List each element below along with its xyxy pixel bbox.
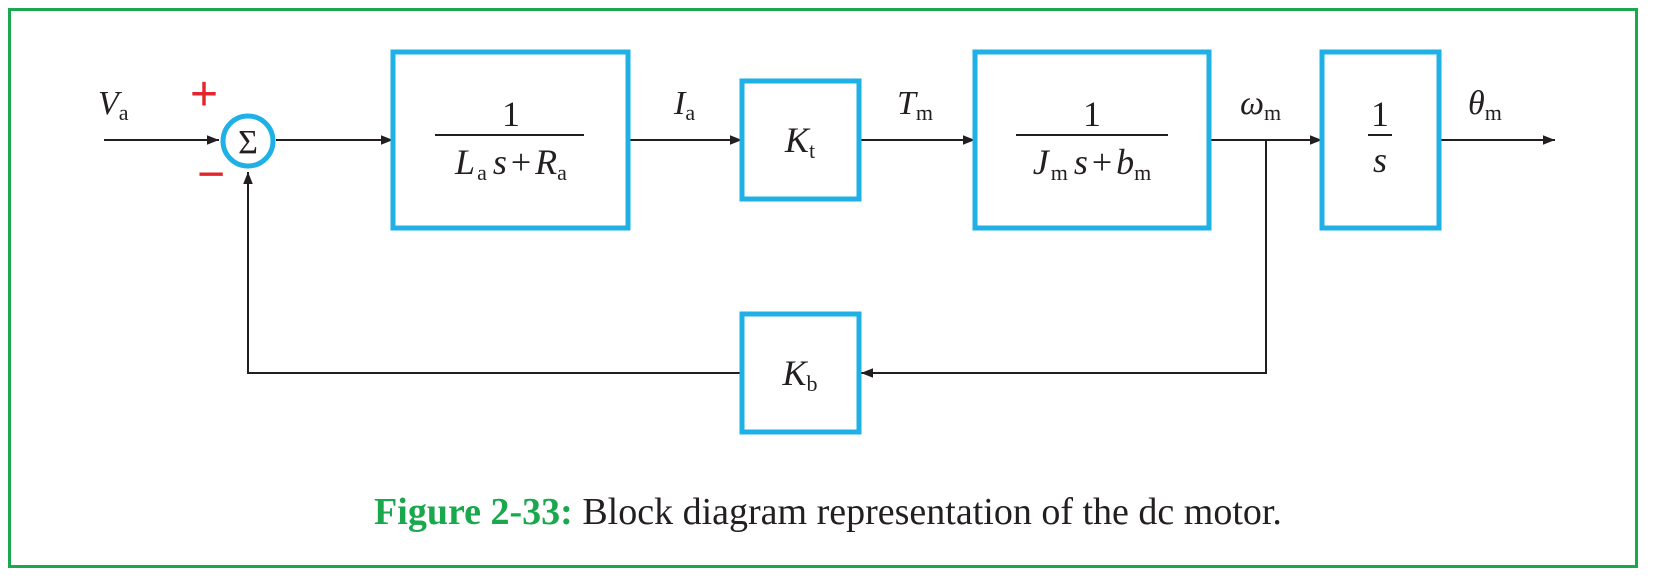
block-back-emf: Kb bbox=[739, 311, 862, 435]
caption-label: Figure 2-33: bbox=[374, 491, 573, 533]
caption-text: Block diagram representation of the dc m… bbox=[582, 491, 1282, 533]
sigma-symbol: Σ bbox=[238, 124, 258, 161]
plus-sign: + bbox=[190, 68, 218, 121]
wire-feedback-to-sum bbox=[243, 172, 742, 374]
signal-input-label: Va bbox=[98, 85, 129, 125]
wire-feedback-from-speed bbox=[861, 140, 1267, 378]
signal-speed-label: ωm bbox=[1240, 85, 1281, 125]
block-torque-constant: Kt bbox=[739, 78, 862, 202]
signal-output-label: θm bbox=[1468, 85, 1502, 125]
integrator-numerator: 1 bbox=[1371, 94, 1389, 134]
minus-sign: − bbox=[197, 148, 225, 201]
signal-torque-label: Tm bbox=[897, 85, 933, 125]
signal-current-label: Ia bbox=[673, 85, 695, 125]
mechanical-numerator: 1 bbox=[1083, 94, 1101, 134]
block-integrator: 1 s bbox=[1319, 49, 1442, 231]
torque-constant-label: Kt bbox=[784, 120, 815, 163]
figure-frame bbox=[8, 8, 1638, 568]
electrical-numerator: 1 bbox=[502, 94, 520, 134]
back-emf-label: Kb bbox=[781, 353, 817, 396]
figure-caption: Figure 2-33: Block diagram representatio… bbox=[0, 490, 1656, 534]
integrator-denominator: s bbox=[1373, 140, 1387, 180]
summing-junction bbox=[220, 113, 276, 169]
